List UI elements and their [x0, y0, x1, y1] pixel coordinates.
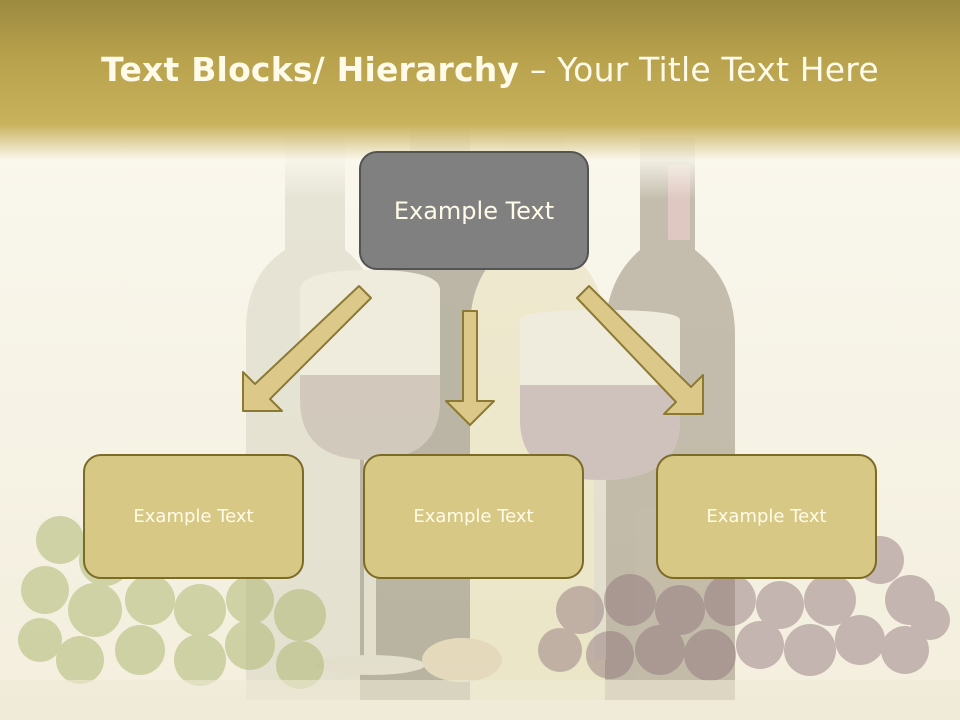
slide-title: Text Blocks/ Hierarchy – Your Title Text… [0, 50, 960, 89]
title-rest: – Your Title Text Here [519, 50, 879, 89]
title-main: Text Blocks/ Hierarchy [101, 50, 520, 89]
child-text-block-left[interactable]: Example Text [83, 454, 304, 579]
arrow-middle [445, 310, 495, 426]
child-text-block-label: Example Text [133, 506, 254, 527]
arrow-right [576, 285, 704, 415]
child-text-block-middle[interactable]: Example Text [363, 454, 584, 579]
arrow-left [242, 285, 372, 412]
root-text-block-label: Example Text [393, 196, 555, 225]
child-text-block-right[interactable]: Example Text [656, 454, 877, 579]
child-text-block-label: Example Text [413, 506, 534, 527]
root-text-block[interactable]: Example Text [359, 151, 589, 270]
child-text-block-label: Example Text [706, 506, 827, 527]
